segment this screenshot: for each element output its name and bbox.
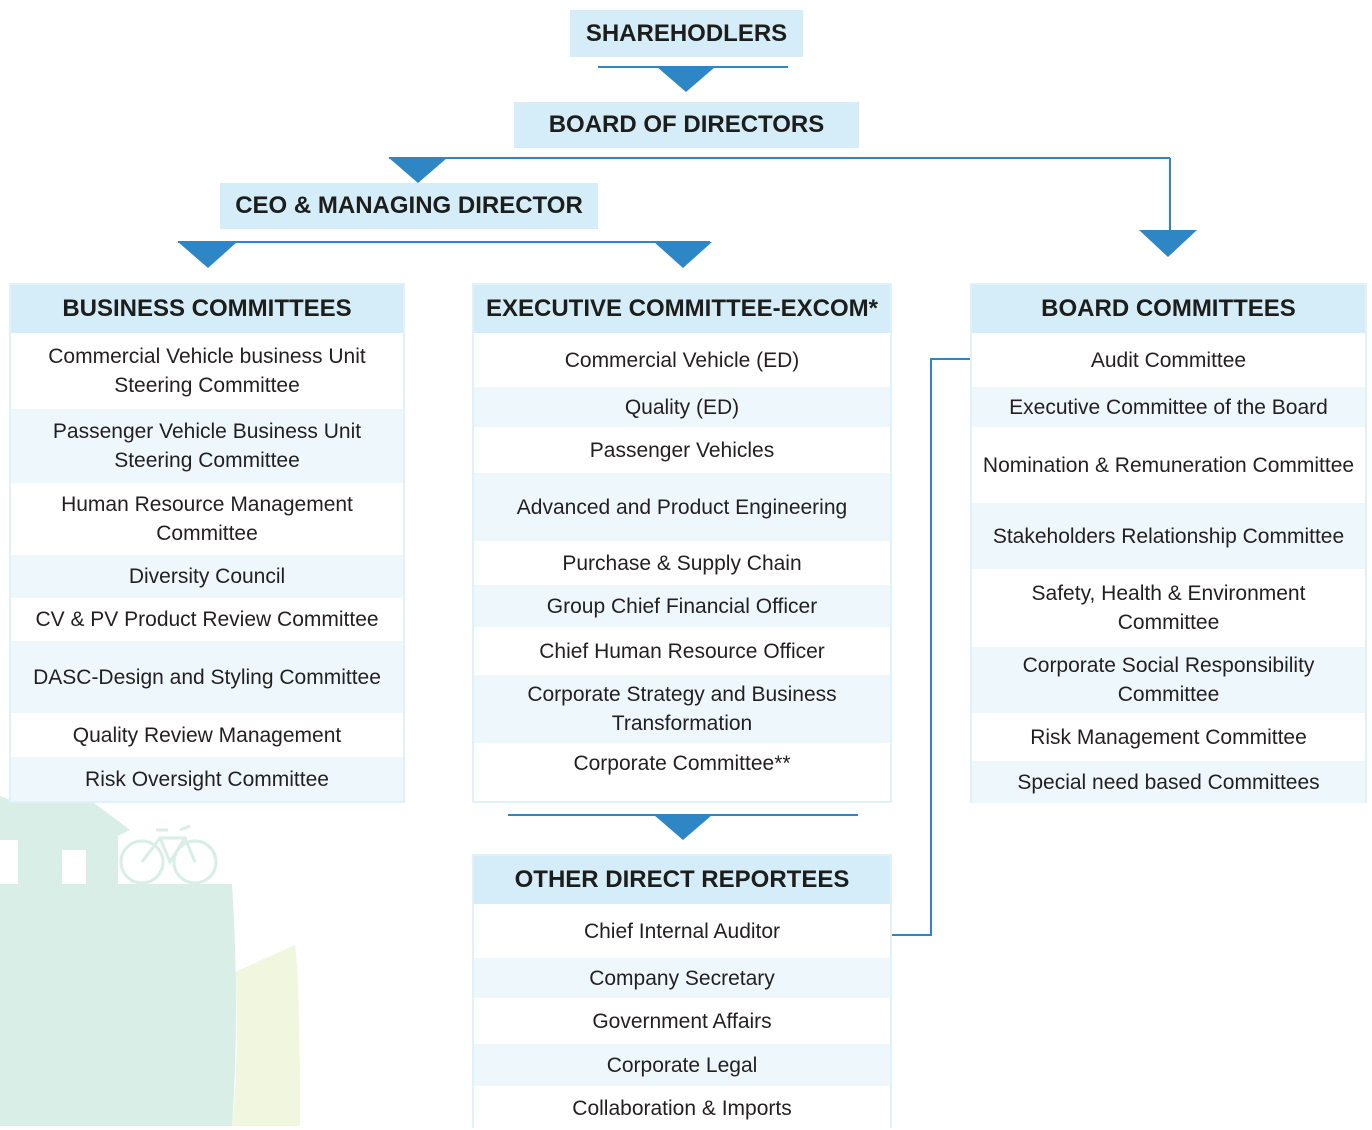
list-item: Quality Review Management (72, 723, 342, 747)
board-of-directors-box: BOARD OF DIRECTORS (514, 102, 859, 148)
list-item: Corporate Strategy and Business Transfor… (474, 675, 890, 743)
list-item: Risk Management Committee (1030, 725, 1307, 749)
decorative-hill-arc (232, 945, 300, 1126)
list-item: Government Affairs (592, 1009, 772, 1033)
list-item: Collaboration & Imports (572, 1096, 792, 1120)
list-item: Passenger Vehicles (589, 438, 775, 462)
list-item: Corporate Legal (474, 1044, 890, 1086)
list-item: Audit Committee (1090, 348, 1247, 372)
list-item: Passenger Vehicle Business Unit Steering… (11, 409, 403, 483)
list-item: Executive Committee of the Board (972, 387, 1365, 427)
list-item: Commercial Vehicle business Unit Steerin… (48, 345, 366, 397)
board-committees-panel: BOARD COMMITTEES Audit Committee Executi… (970, 283, 1367, 803)
list-item: Safety, Health & Environment Committee (1031, 582, 1306, 634)
other-direct-reportees-title: OTHER DIRECT REPORTEES (474, 856, 890, 904)
decorative-house (0, 796, 130, 884)
executive-committee-title: EXECUTIVE COMMITTEE-EXCOM* (474, 285, 890, 333)
list-item: Quality (ED) (474, 387, 890, 427)
list-item: Diversity Council (11, 555, 403, 598)
business-committees-panel: BUSINESS COMMITTEES Commercial Vehicle b… (9, 283, 405, 803)
list-item: DASC-Design and Styling Committee (11, 641, 403, 713)
list-item: Chief Human Resource Officer (539, 639, 825, 663)
list-item: Company Secretary (474, 958, 890, 998)
other-direct-reportees-panel: OTHER DIRECT REPORTEES Chief Internal Au… (472, 854, 892, 1128)
list-item: Nomination & Remuneration Committee (982, 453, 1355, 477)
list-item: CV & PV Product Review Committee (35, 608, 379, 631)
business-committees-title: BUSINESS COMMITTEES (11, 285, 403, 333)
list-item: Human Resource Management Committee (61, 493, 353, 545)
bicycle-icon (119, 824, 218, 885)
list-item: Advanced and Product Engineering (474, 473, 890, 541)
ceo-box: CEO & MANAGING DIRECTOR (220, 183, 598, 229)
list-item: Group Chief Financial Officer (474, 585, 890, 627)
list-item: Special need based Committees (972, 761, 1365, 803)
board-committees-title: BOARD COMMITTEES (972, 285, 1365, 333)
board-of-directors-label: BOARD OF DIRECTORS (548, 111, 825, 138)
ceo-label: CEO & MANAGING DIRECTOR (235, 192, 583, 219)
list-item: Corporate Committee** (573, 751, 791, 775)
decorative-globe (0, 884, 236, 1126)
executive-committee-panel: EXECUTIVE COMMITTEE-EXCOM* Commercial Ve… (472, 283, 892, 803)
list-item: Purchase & Supply Chain (562, 551, 802, 575)
shareholders-label: SHAREHODLERS (585, 19, 788, 47)
list-item: Stakeholders Relationship Committee (972, 503, 1365, 569)
list-item: Corporate Social Responsibility Committe… (972, 647, 1365, 713)
shareholders-box: SHAREHODLERS (570, 10, 803, 57)
list-item: Commercial Vehicle (ED) (564, 348, 800, 372)
list-item: Chief Internal Auditor (583, 919, 781, 943)
list-item: Risk Oversight Committee (11, 757, 403, 801)
